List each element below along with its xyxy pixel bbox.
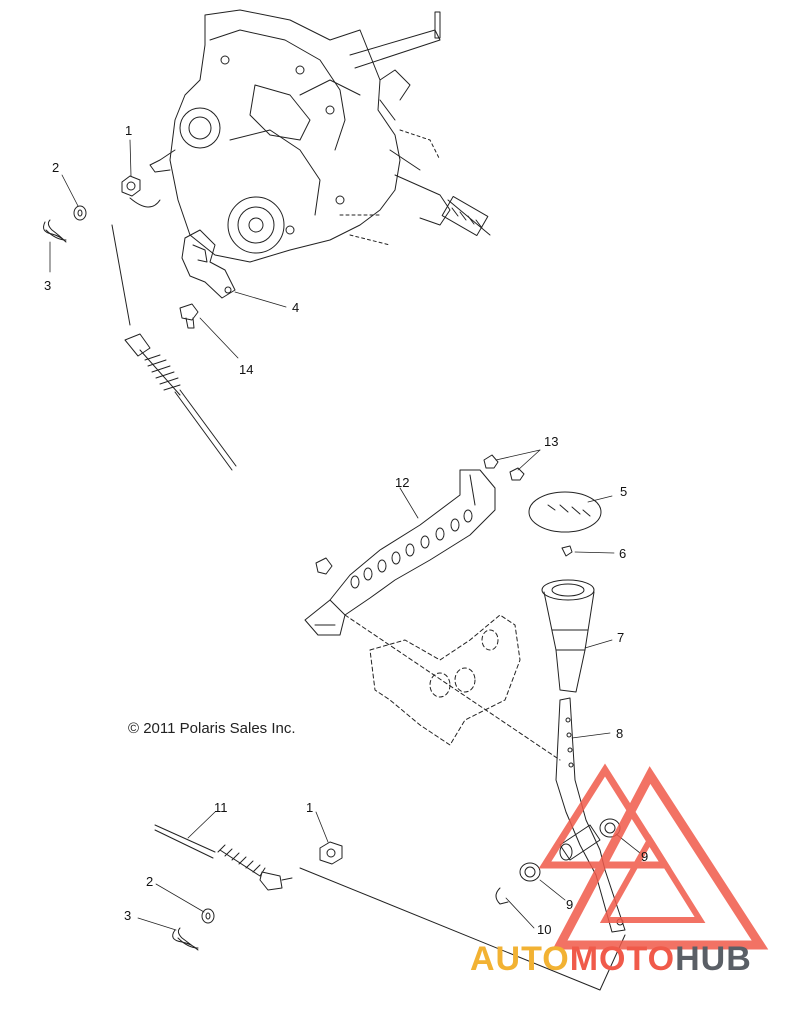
copyright-notice: © 2011 Polaris Sales Inc. xyxy=(128,720,296,737)
mount-plate-hidden xyxy=(344,614,561,761)
callout-3-top: 3 xyxy=(44,278,52,293)
callout-9-a: 9 xyxy=(641,849,649,864)
cable-bracket xyxy=(181,229,236,299)
watermark-text: AUTOMOTOHUB xyxy=(470,940,752,979)
washer-bottom xyxy=(201,908,215,924)
callout-14: 14 xyxy=(239,362,254,377)
callout-1-top: 1 xyxy=(125,123,133,138)
callout-2-top: 2 xyxy=(52,160,60,175)
watermark-logo xyxy=(538,763,769,950)
callout-6: 6 xyxy=(619,546,627,561)
bracket-holes xyxy=(350,509,473,589)
nut-bottom xyxy=(319,841,343,865)
shifter-bracket xyxy=(304,469,496,636)
callout-5: 5 xyxy=(620,484,628,499)
watermark-part-auto: AUTO xyxy=(470,940,570,978)
nut-top xyxy=(121,175,141,197)
callout-13: 13 xyxy=(544,434,559,449)
clip-10 xyxy=(495,887,509,905)
callout-11: 11 xyxy=(214,800,228,815)
callout-12: 12 xyxy=(395,475,410,490)
callout-9-b: 9 xyxy=(566,897,574,912)
callout-7: 7 xyxy=(617,630,625,645)
shift-boot xyxy=(541,579,595,693)
shift-lever xyxy=(555,697,626,933)
bolt-14 xyxy=(179,303,199,329)
callout-4: 4 xyxy=(292,300,300,315)
callout-10: 10 xyxy=(537,922,552,937)
transmission-assembly xyxy=(129,9,491,263)
shift-knob-cap xyxy=(528,491,602,533)
clip-top xyxy=(43,219,67,243)
washer-top xyxy=(73,205,87,221)
shift-cable-bottom xyxy=(154,824,293,891)
watermark-part-hub: HUB xyxy=(675,940,752,978)
cable-route-line xyxy=(299,867,626,991)
callout-1-bottom: 1 xyxy=(306,800,314,815)
leader-lines xyxy=(49,139,641,931)
callout-8: 8 xyxy=(616,726,624,741)
shift-cable-top xyxy=(111,224,237,471)
watermark-part-moto: MOTO xyxy=(569,940,676,978)
callout-3-bottom: 3 xyxy=(124,908,132,923)
bushing-9b xyxy=(519,862,541,882)
clip-bottom xyxy=(172,927,199,951)
screws-13 xyxy=(315,454,525,575)
callout-2-bottom: 2 xyxy=(146,874,154,889)
screw-6 xyxy=(561,545,573,557)
